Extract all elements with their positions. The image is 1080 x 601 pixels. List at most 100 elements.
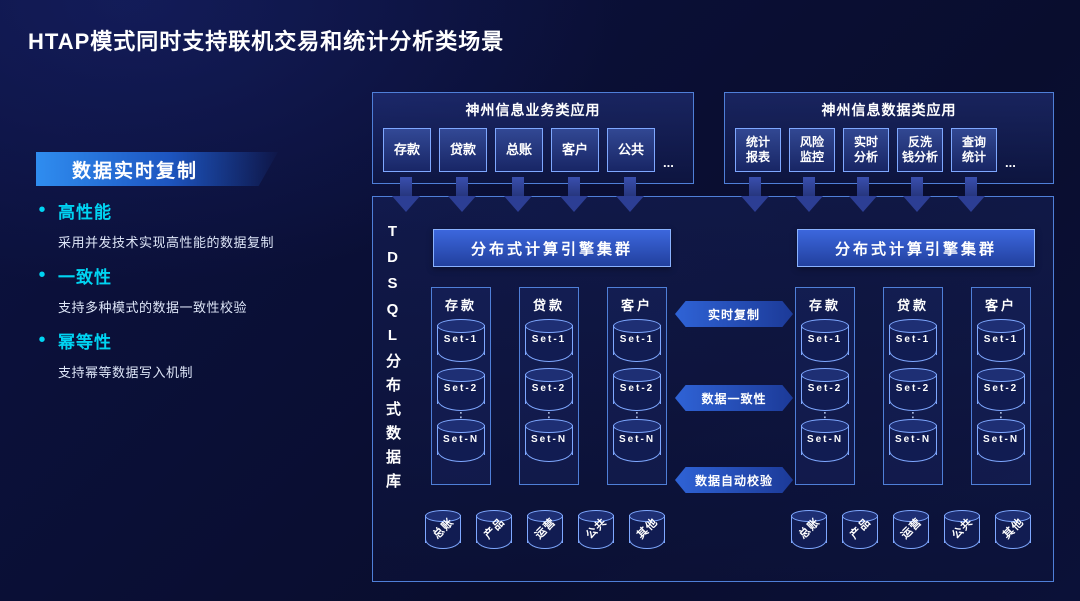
column-title: 存款 [808,298,841,313]
database-cylinder: Set-N [889,418,937,462]
column-title: 存款 [444,298,477,313]
database-cylinder: Set-1 [977,319,1025,362]
down-arrow-icon [741,177,769,213]
app-item-deposit: 存款 [383,128,431,172]
db-label: 公共 [949,515,976,542]
set-label: Set-2 [531,383,567,394]
app-item-customer: 客户 [551,128,599,172]
feature-name: 一致性 [58,268,112,287]
down-arrow-icon [448,177,476,213]
database-cylinder: Set-2 [801,368,849,411]
feature-desc: 支持多种模式的数据一致性校验 [58,300,248,315]
app-item-label: 分析 [853,150,878,164]
database-cylinder: Set-1 [889,319,937,362]
set-label: Set-2 [619,383,655,394]
bullet-icon [36,199,48,222]
app-item-label: 总账 [505,141,532,157]
link-auto-verification: 数据自动校验 [675,467,793,493]
down-arrow-icon [903,177,931,213]
feature-name: 高性能 [58,203,112,222]
app-item-label: 实时 [853,135,878,149]
database-cylinder: Set-N [437,418,485,462]
app-item-label: 报表 [745,150,770,164]
database-cylinder: Set-N [977,418,1025,462]
section-ribbon: 数据实时复制 [36,152,278,186]
set-label: Set-1 [531,334,567,345]
bottom-databases-right: 总账 产品 运营 公共 其他 [791,510,1031,549]
down-arrow-icon [504,177,532,213]
set-label: Set-2 [895,383,931,394]
bullet-icon [36,264,48,287]
database-cylinder: Set-N [801,418,849,462]
app-item-label: 公共 [617,141,644,157]
database-cylinder: Set-1 [437,319,485,362]
left-panel: 数据实时复制 高性能 采用并发技术实现高性能的数据复制 一致性 支持多种模式的数… [36,152,346,385]
downward-arrows-left [382,177,654,213]
set-label: Set-N [806,433,844,445]
db-label: 产品 [847,515,874,542]
data-apps-panel: 神州信息数据类应用 统计 报表 风险 监控 实时 分析 反洗 钱分析 查询 统计 [724,92,1054,184]
app-item-label: 统计 [961,150,986,164]
set-label: Set-2 [983,383,1019,394]
app-item-risk: 风险 监控 [789,128,835,172]
app-item-label: 客户 [561,141,588,157]
column-deposit-right: 存款 Set-1 Set-2 ⋮ Set-N [795,287,855,485]
bullet-icon [36,329,48,352]
app-item-public: 公共 [607,128,655,172]
db-label: 总账 [796,515,823,542]
feature-head: 高性能 [36,198,346,223]
database-cylinder-small: 总账 [791,510,827,549]
link-data-consistency: 数据一致性 [675,385,793,411]
tdsql-panel: TDSQL分布式数据库 分布式计算引擎集群 分布式计算引擎集群 存款 Set-1… [372,196,1054,582]
db-label: 运营 [898,515,925,542]
more-indicator: ... [1005,155,1016,170]
database-cylinder: Set-2 [437,368,485,411]
database-cylinder: Set-2 [525,368,573,411]
down-arrow-icon [849,177,877,213]
database-cylinder-small: 其他 [629,510,665,549]
column-title: 客户 [984,298,1017,313]
database-cylinder-small: 其他 [995,510,1031,549]
database-cylinder: Set-1 [801,319,849,362]
set-label: Set-1 [983,334,1019,345]
db-label: 公共 [583,515,610,542]
database-cylinder-small: 产品 [842,510,878,549]
app-item-loan: 贷款 [439,128,487,172]
column-title: 贷款 [532,298,565,313]
downward-arrows-right [732,177,994,213]
bottom-databases-left: 总账 产品 运营 公共 其他 [425,510,665,549]
column-customer-right: 客户 Set-1 Set-2 ⋮ Set-N [971,287,1031,485]
feature-idempotency: 幂等性 支持幂等数据写入机制 [36,328,346,381]
database-cylinder-small: 公共 [578,510,614,549]
database-cylinder: Set-2 [889,368,937,411]
set-label: Set-N [442,433,480,445]
business-apps-title: 神州信息业务类应用 [465,102,601,118]
database-cylinder-small: 运营 [893,510,929,549]
set-label: Set-2 [443,383,479,394]
app-item-label: 贷款 [449,141,476,157]
database-cylinder-small: 公共 [944,510,980,549]
down-arrow-icon [560,177,588,213]
set-label: Set-N [618,433,656,445]
column-title: 贷款 [896,298,929,313]
database-cylinder-small: 产品 [476,510,512,549]
engine-cluster-right: 分布式计算引擎集群 [797,229,1035,267]
business-apps-items: 存款 贷款 总账 客户 公共 ... [373,120,693,172]
column-loan-right: 贷款 Set-1 Set-2 ⋮ Set-N [883,287,943,485]
app-item-label: 存款 [393,141,420,157]
db-label: 其他 [634,515,661,542]
column-title: 客户 [620,298,653,313]
app-item-label: 统计 [745,135,770,149]
app-item-realtime: 实时 分析 [843,128,889,172]
feature-name: 幂等性 [58,333,112,352]
db-label: 其他 [1000,515,1027,542]
down-arrow-icon [795,177,823,213]
app-item-label: 反洗 [907,135,932,149]
app-item-label: 查询 [961,135,986,149]
set-label: Set-N [530,433,568,445]
data-apps-items: 统计 报表 风险 监控 实时 分析 反洗 钱分析 查询 统计 ... [725,120,1053,172]
set-label: Set-1 [807,334,843,345]
db-label: 运营 [532,515,559,542]
set-label: Set-1 [895,334,931,345]
